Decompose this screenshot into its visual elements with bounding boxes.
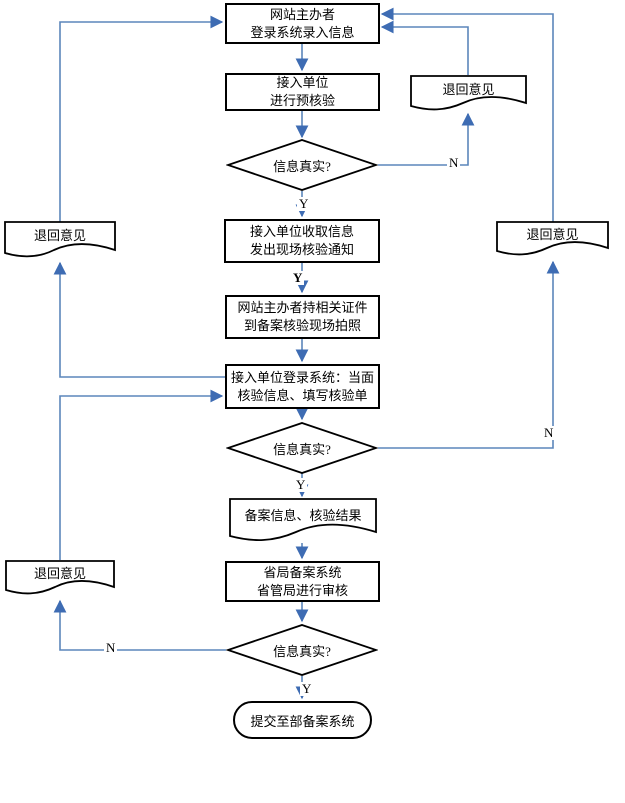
node-return-bottom-right-label: 退回意见 bbox=[526, 227, 579, 243]
node-decision1-label: 信息真实? bbox=[273, 158, 331, 174]
node-notify-line1: 接入单位收取信息 bbox=[249, 224, 354, 239]
node-precheck-line1: 接入单位 bbox=[276, 75, 329, 90]
node-notify: 接入单位收取信息 发出现场核验通知 bbox=[224, 219, 380, 263]
node-province-line2: 省管局进行审核 bbox=[256, 582, 348, 598]
node-end-label: 提交至部备案系统 bbox=[250, 713, 355, 729]
document-shape bbox=[496, 221, 609, 256]
node-province: 省局备案系统 省管局进行审核 bbox=[225, 561, 380, 602]
node-return-top-left: 退回意见 bbox=[4, 221, 116, 259]
node-end: 提交至部备案系统 bbox=[233, 701, 372, 739]
node-decision1: 信息真实? bbox=[226, 139, 378, 191]
node-decision2-label: 信息真实? bbox=[273, 441, 331, 457]
edge-returnTL-start bbox=[59, 15, 224, 222]
node-return-top-right: 退回意见 bbox=[410, 75, 527, 112]
edge-label-y2: Y bbox=[294, 477, 308, 492]
node-province-line1: 省局备案系统 bbox=[263, 564, 342, 580]
edge-decision1-returnTR bbox=[378, 112, 475, 166]
node-precheck: 接入单位 进行预核验 bbox=[225, 73, 380, 111]
node-start: 网站主办者 登录系统录入信息 bbox=[225, 3, 380, 44]
node-notify-line2: 发出现场核验通知 bbox=[249, 242, 354, 257]
diamond-shape bbox=[226, 139, 378, 191]
node-return-bottom-left: 退回意见 bbox=[5, 560, 115, 596]
node-return-top-left-label: 退回意见 bbox=[33, 228, 86, 244]
diamond-shape bbox=[226, 422, 378, 474]
edge-returnBR-start bbox=[380, 7, 554, 222]
node-onsite: 接入单位登录系统：当面 核验信息、填写核验单 bbox=[225, 364, 380, 409]
node-onsite-line1: 接入单位登录系统：当面 bbox=[230, 369, 374, 385]
node-start-line2: 登录系统录入信息 bbox=[250, 24, 355, 40]
edge-label-y1: Y bbox=[297, 196, 311, 211]
node-return-top-right-label: 退回意见 bbox=[442, 81, 495, 97]
document-shape bbox=[410, 75, 527, 111]
edge-decision3-returnBL bbox=[53, 599, 226, 651]
node-onsite-line2: 核验信息、填写核验单 bbox=[237, 387, 368, 403]
edge-onsite-returnTL bbox=[53, 261, 225, 378]
node-start-line1: 网站主办者 bbox=[269, 6, 335, 22]
node-photo-line1: 网站主办者持相关证件 bbox=[237, 300, 368, 315]
edge-returnBL-onsite bbox=[59, 389, 224, 560]
edge-decision2-returnBR bbox=[378, 260, 560, 449]
edge-label-y3: Y bbox=[300, 681, 314, 696]
edge-label-n3: N bbox=[104, 640, 118, 655]
document-shape bbox=[4, 221, 116, 258]
node-return-bottom-right: 退回意见 bbox=[496, 221, 609, 257]
node-decision2: 信息真实? bbox=[226, 422, 378, 474]
node-photo: 网站主办者持相关证件 到备案核验现场拍照 bbox=[225, 295, 380, 339]
node-result-doc-label: 备案信息、核验结果 bbox=[244, 507, 362, 523]
node-decision3: 信息真实? bbox=[226, 624, 378, 676]
document-shape bbox=[229, 498, 377, 541]
edge-returnTR-start bbox=[380, 20, 469, 75]
diamond-shape bbox=[226, 624, 378, 676]
node-result-doc: 备案信息、核验结果 bbox=[229, 498, 377, 543]
document-shape bbox=[5, 560, 115, 595]
node-photo-line2: 到备案核验现场拍照 bbox=[243, 318, 361, 333]
node-precheck-line2: 进行预核验 bbox=[269, 93, 335, 108]
node-return-bottom-left-label: 退回意见 bbox=[33, 566, 86, 582]
node-decision3-label: 信息真实? bbox=[273, 643, 331, 659]
edge-label-y-mid: Y bbox=[291, 270, 305, 285]
edge-label-n2: N bbox=[542, 425, 556, 440]
edge-label-n1: N bbox=[447, 155, 461, 170]
